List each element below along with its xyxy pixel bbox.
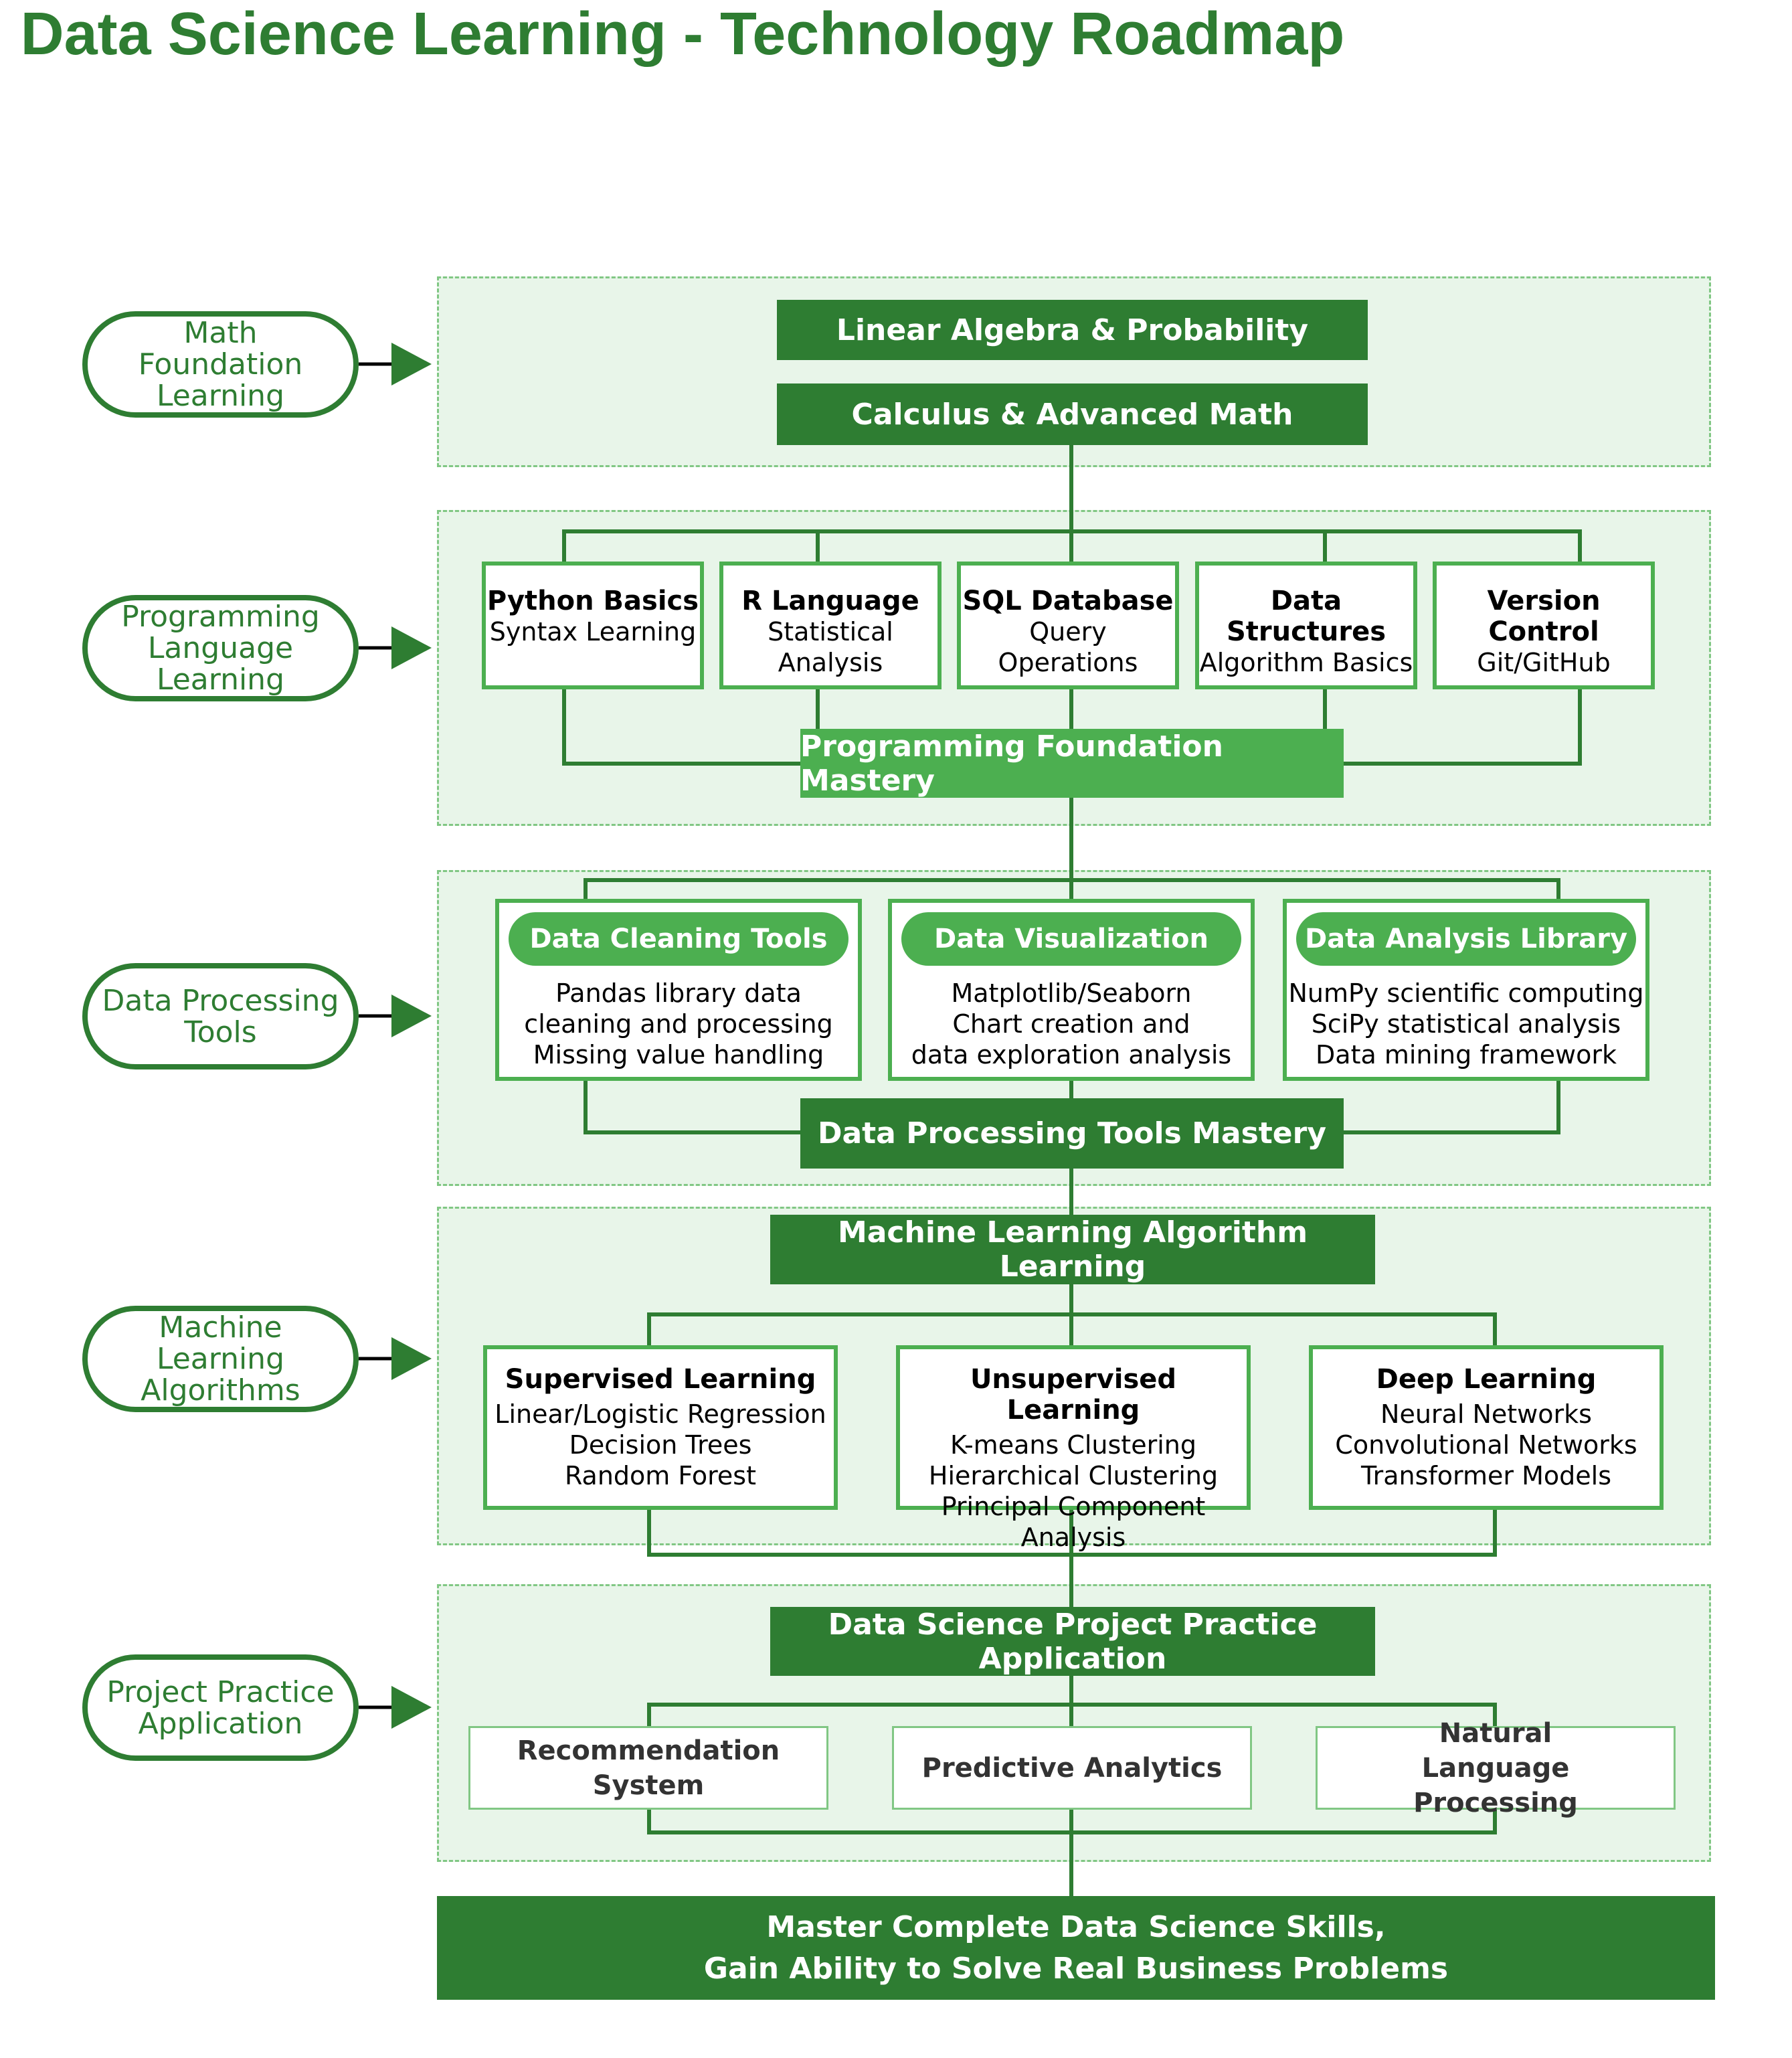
card-line: Hierarchical Clustering: [928, 1461, 1219, 1490]
project-nlp: Natural Language Processing: [1316, 1718, 1676, 1818]
tools-mastery-box: Data Processing Tools Mastery: [800, 1098, 1344, 1169]
arrow-icons: [391, 343, 432, 1729]
card-desc: Syntax Learning: [489, 617, 697, 647]
stage-math: Math Foundation Learning: [82, 311, 359, 418]
card-line: K-means Clustering: [950, 1430, 1196, 1460]
stage-programming: Programming Language Learning: [82, 595, 359, 701]
final-goal-box: Master Complete Data Science Skills, Gain…: [437, 1896, 1715, 2000]
programming-mastery-box: Programming Foundation Mastery: [800, 729, 1344, 798]
card-line: SciPy statistical analysis: [1311, 1009, 1621, 1039]
projects-header-box: Data Science Project Practice Applicatio…: [770, 1607, 1375, 1676]
card-title: Version Control: [1487, 586, 1601, 647]
card-title: Data Structures: [1226, 586, 1386, 647]
card-line: Missing value handling: [533, 1040, 824, 1069]
card-line: Transformer Models: [1361, 1461, 1611, 1490]
stage-ml: Machine Learning Algorithms: [82, 1306, 359, 1412]
card-line: Matplotlib/Seaborn: [951, 978, 1192, 1008]
card-title: Unsupervised Learning: [970, 1364, 1177, 1426]
card-title: R Language: [741, 586, 919, 616]
card-title: Deep Learning: [1376, 1364, 1597, 1395]
project-predictive: Predictive Analytics: [892, 1726, 1252, 1810]
card-line: NumPy scientific computing: [1288, 978, 1644, 1008]
final-line: Gain Ability to Solve Real Business Prob…: [703, 1951, 1449, 1986]
final-line: Master Complete Data Science Skills,: [766, 1909, 1386, 1944]
project-recommendation: Recommendation System: [468, 1726, 828, 1810]
card-line: data exploration analysis: [911, 1040, 1232, 1069]
ml-header-box: Machine Learning Algorithm Learning: [770, 1215, 1375, 1284]
card-desc: Query Operations: [998, 617, 1138, 677]
card-title: SQL Database: [962, 586, 1174, 616]
card-line: Neural Networks: [1380, 1399, 1592, 1429]
card-desc: Algorithm Basics: [1199, 648, 1413, 677]
page-title: Data Science Learning - Technology Roadm…: [20, 1, 1345, 68]
linear-algebra-box: Linear Algebra & Probability: [777, 300, 1368, 360]
card-line: Pandas library data: [555, 978, 802, 1008]
card-title: Data Visualization: [901, 912, 1241, 966]
card-line: Chart creation and: [952, 1009, 1190, 1039]
card-title: Python Basics: [486, 586, 699, 616]
calculus-box: Calculus & Advanced Math: [777, 383, 1368, 445]
card-line: Linear/Logistic Regression: [495, 1399, 826, 1429]
stage-tools: Data Processing Tools: [82, 963, 359, 1069]
card-title: Supervised Learning: [505, 1364, 816, 1395]
card-desc: Statistical Analysis: [768, 617, 893, 677]
card-line: Decision Trees: [569, 1430, 752, 1460]
card-title: Data Cleaning Tools: [509, 912, 848, 966]
card-title: Data Analysis Library: [1296, 912, 1636, 966]
card-desc: Git/GitHub: [1477, 648, 1611, 677]
card-line: cleaning and processing: [524, 1009, 833, 1039]
card-line: Convolutional Networks: [1335, 1430, 1637, 1460]
card-line: Principal Component Analysis: [941, 1492, 1206, 1552]
card-line: Data mining framework: [1316, 1040, 1617, 1069]
stage-projects: Project Practice Application: [82, 1654, 359, 1761]
card-line: Random Forest: [564, 1461, 757, 1490]
